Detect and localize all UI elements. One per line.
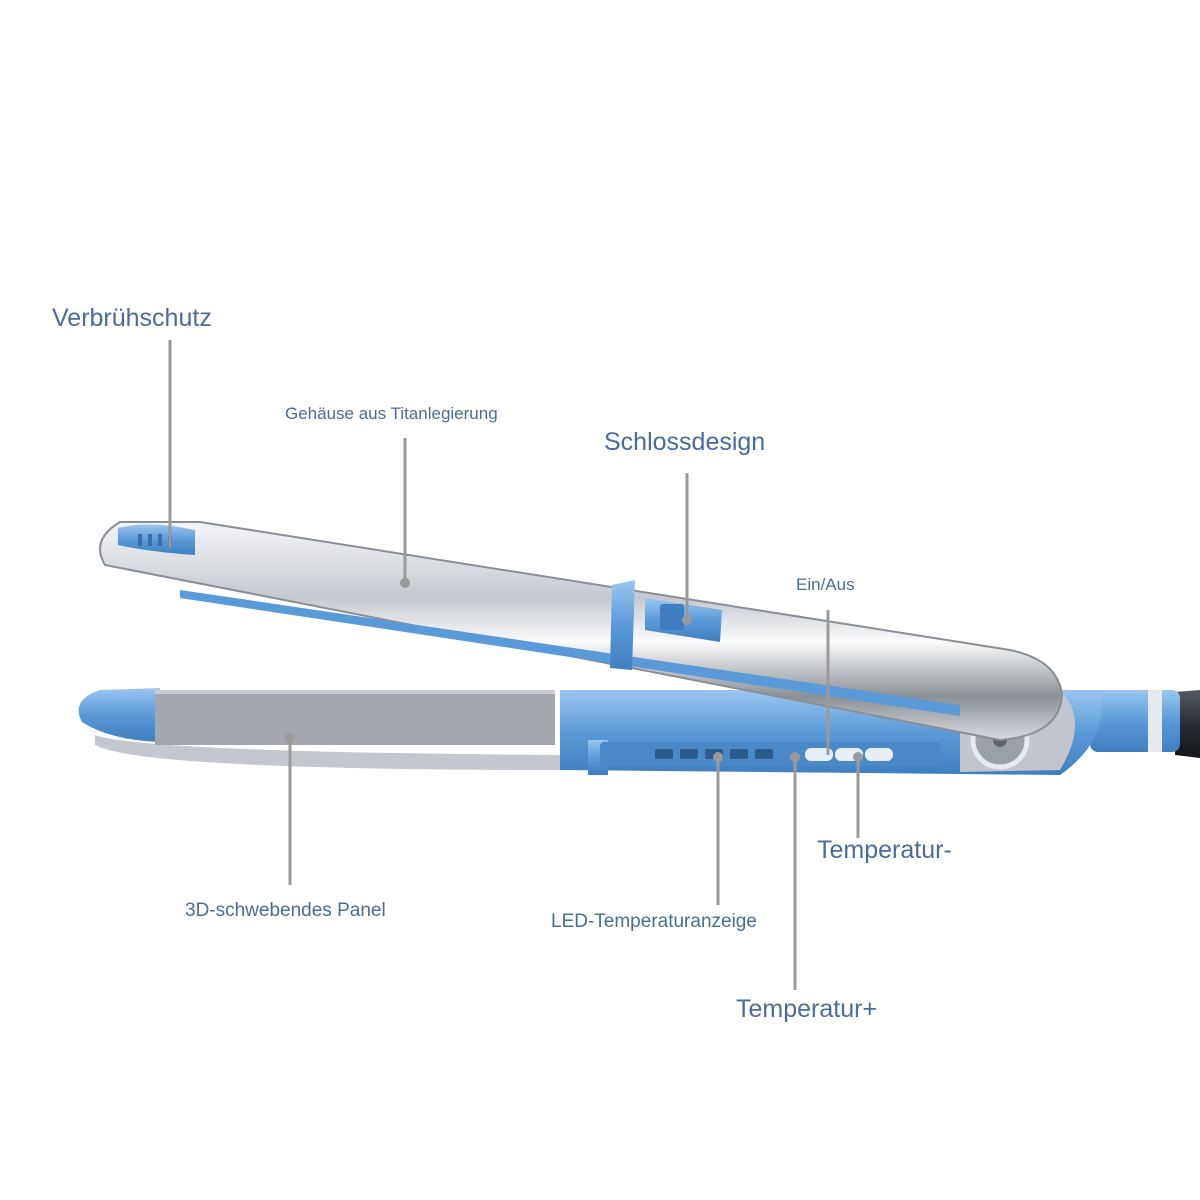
label-titanium-housing: Gehäuse aus Titanlegierung xyxy=(285,404,498,424)
leader-schlossdesign-dot xyxy=(682,615,692,625)
leader-led-dot xyxy=(713,752,723,762)
tip-groove-1 xyxy=(138,534,142,546)
temp-minus-button xyxy=(865,748,893,761)
label-lock-design: Schlossdesign xyxy=(604,428,765,457)
led-segment-5 xyxy=(755,749,773,759)
led-segment-2 xyxy=(680,749,698,759)
label-power: Ein/Aus xyxy=(796,575,855,595)
cord-collar xyxy=(1090,690,1180,752)
lock-slider-grip xyxy=(660,604,684,630)
label-temp-plus: Temperatur+ xyxy=(736,995,877,1024)
plate-highlight xyxy=(155,690,555,694)
lock-ring xyxy=(610,580,635,670)
leader-temp-plus-dot xyxy=(790,752,800,762)
led-segment-4 xyxy=(730,749,748,759)
led-segment-1 xyxy=(655,749,673,759)
label-temp-minus: Temperatur- xyxy=(817,836,952,865)
label-led-display: LED-Temperaturanzeige xyxy=(551,911,757,933)
leader-panel-dot xyxy=(285,733,295,743)
label-scald-protection: Verbrühschutz xyxy=(52,304,212,333)
collar-ring xyxy=(1148,690,1162,752)
tip-groove-3 xyxy=(158,534,162,546)
leader-gehaeuse-dot xyxy=(400,578,410,588)
lower-arm-tip xyxy=(79,688,160,742)
label-floating-panel: 3D-schwebendes Panel xyxy=(185,900,386,922)
floating-plate xyxy=(155,690,555,745)
leader-temp-minus-dot xyxy=(853,752,863,762)
tip-groove-2 xyxy=(148,534,152,546)
